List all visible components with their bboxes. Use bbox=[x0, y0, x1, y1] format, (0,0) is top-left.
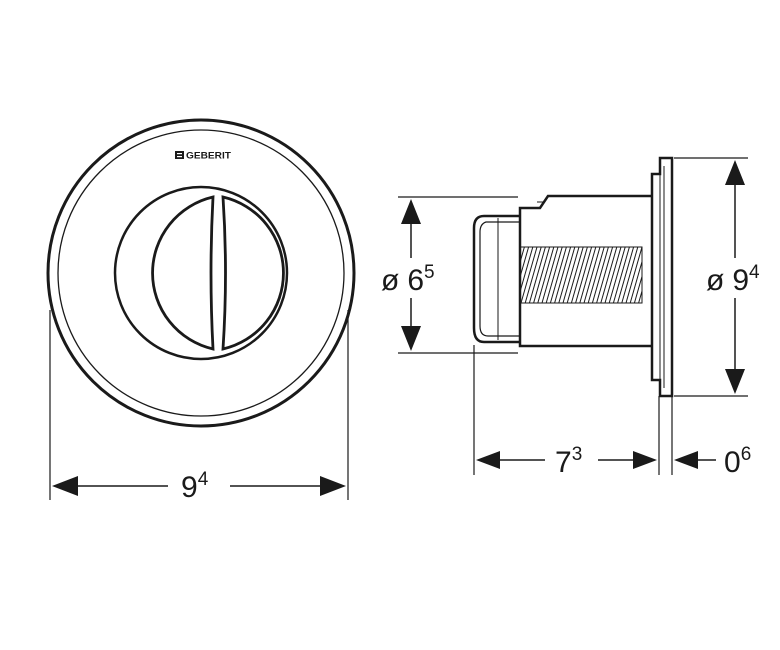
front-view: GEBERIT 94 bbox=[46, 118, 356, 504]
body-depth-label: 73 bbox=[555, 444, 582, 479]
thread-line bbox=[655, 247, 671, 303]
thread-line bbox=[579, 247, 597, 303]
thread-line bbox=[587, 247, 605, 303]
thread-line bbox=[566, 247, 584, 303]
thread-line bbox=[541, 247, 559, 303]
thread bbox=[500, 247, 671, 303]
thread-line bbox=[621, 247, 639, 303]
thread-line bbox=[629, 259, 642, 303]
front-width-dimension: 94 bbox=[49, 310, 349, 504]
thread-line bbox=[633, 274, 642, 303]
arrow-down-icon bbox=[401, 326, 421, 351]
arrow-left-icon bbox=[674, 451, 698, 469]
thread-line bbox=[575, 247, 593, 303]
body-housing bbox=[518, 194, 652, 348]
thread-line bbox=[625, 247, 642, 303]
thread-line bbox=[520, 247, 534, 294]
thread-line bbox=[520, 247, 521, 250]
arrow-left-icon bbox=[476, 451, 500, 469]
thread-line bbox=[600, 247, 618, 303]
thread-line bbox=[520, 247, 538, 303]
logo-mark-icon bbox=[175, 151, 184, 159]
thread-line bbox=[549, 247, 567, 303]
thread-line bbox=[520, 247, 530, 279]
arrow-right-icon bbox=[633, 451, 657, 469]
thread-line bbox=[591, 247, 609, 303]
thread-line bbox=[500, 247, 516, 303]
outer-ring bbox=[46, 118, 356, 428]
thread-line bbox=[617, 247, 635, 303]
thread-line bbox=[647, 247, 663, 303]
thread-line bbox=[537, 247, 555, 303]
arrow-up-icon bbox=[725, 160, 745, 185]
thread-line bbox=[520, 247, 525, 265]
button-recess bbox=[113, 185, 289, 361]
thread-line bbox=[524, 247, 542, 303]
plate-thickness-label: 06 bbox=[724, 444, 751, 479]
thread-line bbox=[583, 247, 601, 303]
arrow-right-icon bbox=[320, 476, 346, 496]
inner-ring bbox=[57, 129, 345, 417]
push-cap bbox=[472, 214, 520, 344]
thread-line bbox=[596, 247, 614, 303]
front-width-label: 94 bbox=[181, 469, 209, 504]
arrow-left-icon bbox=[52, 476, 78, 496]
thread-line bbox=[612, 247, 630, 303]
thread-line bbox=[558, 247, 576, 303]
thread-line bbox=[570, 247, 588, 303]
depth-dimensions: 73 06 bbox=[473, 345, 751, 479]
right-flush-button bbox=[221, 195, 285, 351]
thread-line bbox=[651, 247, 667, 303]
left-flush-button bbox=[151, 195, 215, 351]
logo-text: GEBERIT bbox=[186, 151, 232, 161]
thread-line bbox=[608, 247, 626, 303]
thread-line bbox=[638, 289, 642, 303]
thread-line bbox=[533, 247, 551, 303]
thread-line bbox=[604, 247, 622, 303]
cover-plate bbox=[650, 156, 674, 398]
thread-line bbox=[562, 247, 580, 303]
geberit-logo: GEBERIT bbox=[175, 151, 232, 161]
thread-line bbox=[554, 247, 572, 303]
thread-line bbox=[545, 247, 563, 303]
thread-line bbox=[528, 247, 546, 303]
arrow-down-icon bbox=[725, 369, 745, 394]
arrow-up-icon bbox=[401, 199, 421, 224]
